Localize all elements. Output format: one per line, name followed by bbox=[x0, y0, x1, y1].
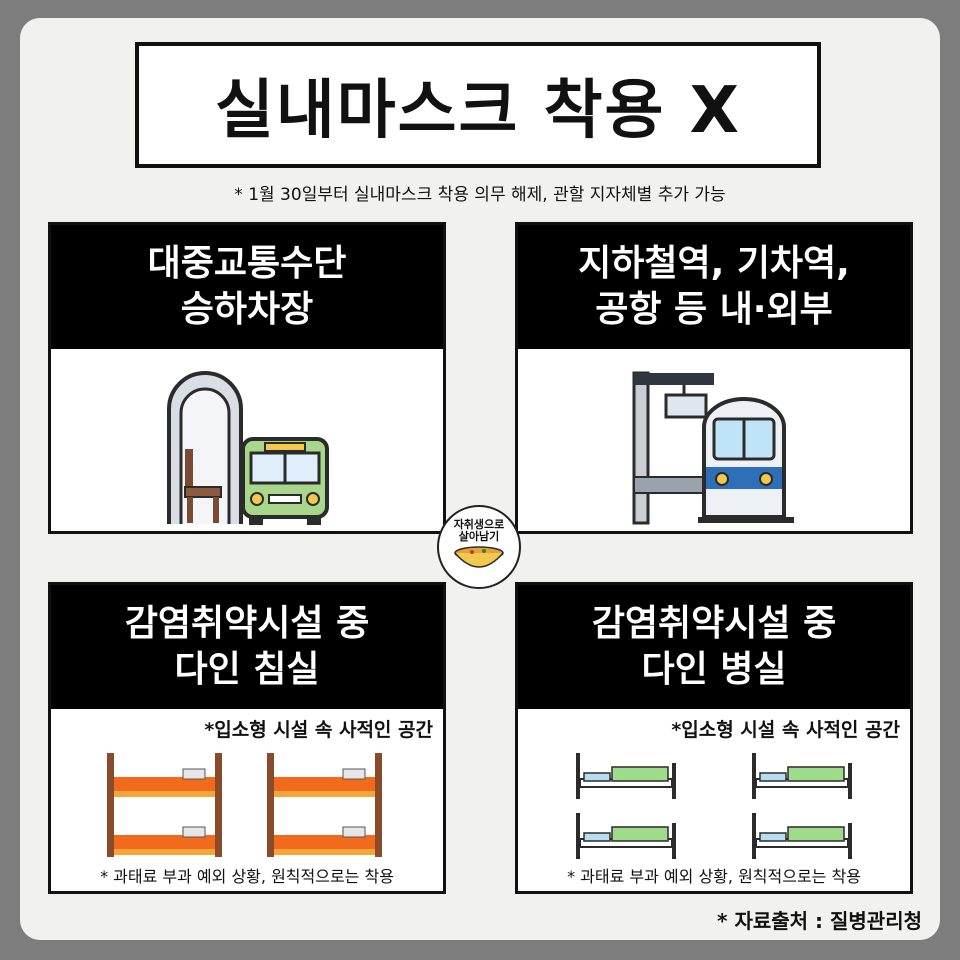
title-box: 실내마스크 착용 X bbox=[135, 42, 821, 168]
card-title-line1: 대중교통수단 bbox=[147, 243, 347, 284]
subtitle: * 1월 30일부터 실내마스크 착용 의무 해제, 관할 지자체별 추가 가능 bbox=[234, 185, 726, 205]
page-title: 실내마스크 착용 X bbox=[214, 74, 742, 148]
card-title-line2: 공항 등 내·외부 bbox=[595, 289, 833, 330]
card-title-line1: 감염취약시설 중 bbox=[124, 603, 370, 644]
note-bottom: * 과태료 부과 예외 상황, 원칙적으로는 착용 bbox=[567, 867, 861, 886]
card-title-line2: 다인 병실 bbox=[641, 649, 787, 690]
logo-badge: 자취생으로 살아남기 bbox=[437, 505, 521, 589]
card-body: *입소형 시설 속 사적인 공간 bbox=[518, 709, 910, 891]
card-station: 지하철역, 기차역, 공항 등 내·외부 bbox=[515, 222, 913, 534]
card-header: 지하철역, 기차역, 공항 등 내·외부 bbox=[518, 225, 910, 349]
card-header: 감염취약시설 중 다인 침실 bbox=[51, 585, 443, 709]
card-title-line1: 지하철역, 기차역, bbox=[578, 243, 850, 284]
card-title-line2: 승하차장 bbox=[180, 289, 314, 330]
card-hospital-room: 감염취약시설 중 다인 병실 *입소형 시설 속 사적인 공간 bbox=[515, 582, 913, 894]
train-station-icon bbox=[632, 371, 794, 525]
bunk-bed-icon bbox=[107, 753, 382, 857]
card-header: 감염취약시설 중 다인 병실 bbox=[518, 585, 910, 709]
card-bunk-room: 감염취약시설 중 다인 침실 *입소형 시설 속 사적인 공간 bbox=[48, 582, 446, 894]
card-bus-stop: 대중교통수단 승하차장 bbox=[48, 222, 446, 534]
card-body: *입소형 시설 속 사적인 공간 bbox=[51, 709, 443, 891]
card-title-line1: 감염취약시설 중 bbox=[591, 603, 837, 644]
badge-line1: 자취생으로 bbox=[453, 518, 505, 531]
card-body bbox=[518, 349, 910, 531]
noodle-bowl-icon bbox=[454, 546, 504, 568]
bus-stop-icon bbox=[167, 371, 329, 525]
note-bottom: * 과태료 부과 예외 상황, 원칙적으로는 착용 bbox=[100, 867, 394, 886]
card-title-line2: 다인 침실 bbox=[174, 649, 320, 690]
source-footer: * 자료출처 : 질병관리청 bbox=[717, 909, 922, 933]
badge-line2: 살아남기 bbox=[458, 530, 500, 543]
card-body bbox=[51, 349, 443, 531]
card-header: 대중교통수단 승하차장 bbox=[51, 225, 443, 349]
hospital-bed-icon bbox=[576, 753, 852, 859]
note-top: *입소형 시설 속 사적인 공간 bbox=[204, 719, 433, 741]
note-top: *입소형 시설 속 사적인 공간 bbox=[671, 719, 900, 741]
